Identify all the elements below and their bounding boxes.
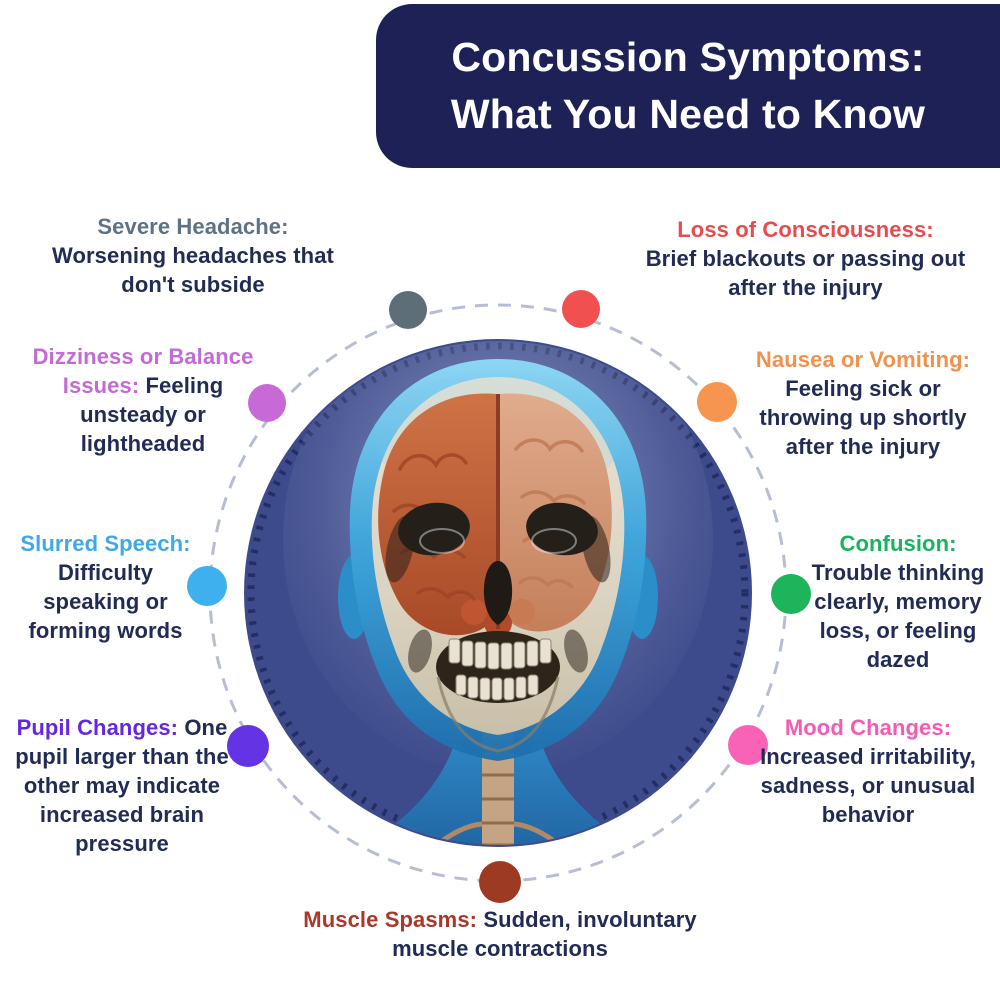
symptom-dot-nausea xyxy=(697,382,737,422)
symptom-description: Trouble thinking clearly, memory loss, o… xyxy=(811,560,985,672)
symptom-mood-changes: Mood Changes: Increased irritability, sa… xyxy=(745,713,991,829)
symptom-label: Severe Headache: xyxy=(97,214,289,239)
symptom-slurred-speech: Slurred Speech: Difficulty speaking or f… xyxy=(13,529,198,645)
symptom-dizziness: Dizziness or Balance Issues: Feeling uns… xyxy=(18,342,268,458)
symptom-muscle-spasms: Muscle Spasms: Sudden, involuntary muscl… xyxy=(300,905,700,963)
symptom-pupil-changes: Pupil Changes: One pupil larger than the… xyxy=(2,713,242,858)
symptom-label: Pupil Changes: xyxy=(16,715,179,740)
disc-rim-ticks xyxy=(247,342,749,844)
symptom-dot-slurred-speech xyxy=(187,566,227,606)
symptom-dot-muscle-spasms xyxy=(479,861,521,903)
brain-skull-illustration xyxy=(208,303,788,883)
symptom-label: Dizziness or Balance Issues: xyxy=(32,344,254,398)
page-title-line2: What You Need to Know xyxy=(450,91,926,137)
symptom-confusion: Confusion: Trouble thinking clearly, mem… xyxy=(800,529,996,674)
symptom-label: Slurred Speech: xyxy=(20,531,191,556)
symptom-label: Nausea or Vomiting: xyxy=(755,347,971,372)
symptom-label: Mood Changes: xyxy=(784,715,952,740)
symptom-description: Feeling sick or throwing up shortly afte… xyxy=(759,376,967,459)
head-model xyxy=(283,341,713,845)
title-banner: Concussion Symptoms: What You Need to Kn… xyxy=(376,4,1000,168)
symptom-dot-confusion xyxy=(771,574,811,614)
symptom-description: Brief blackouts or passing out after the… xyxy=(645,246,966,300)
symptom-description: Worsening headaches that don't subside xyxy=(52,243,334,297)
symptom-loss-of-consciousness: Loss of Consciousness: Brief blackouts o… xyxy=(638,215,973,302)
symptom-dot-severe-headache xyxy=(389,291,427,329)
page-title-line1: Concussion Symptoms: xyxy=(451,34,925,80)
symptom-label: Loss of Consciousness: xyxy=(677,217,934,242)
symptom-nausea: Nausea or Vomiting: Feeling sick or thro… xyxy=(738,345,988,461)
symptom-dot-mood-changes xyxy=(728,725,768,765)
symptom-dot-loss-of-consciousness xyxy=(562,290,600,328)
symptom-description: Increased irritability, sadness, or unus… xyxy=(760,744,976,827)
symptom-label: Confusion: xyxy=(839,531,957,556)
symptom-description: Sudden, involuntary muscle contractions xyxy=(392,907,697,961)
symptom-dot-pupil-changes xyxy=(227,725,269,767)
symptom-description: Difficulty speaking or forming words xyxy=(28,560,183,643)
symptom-description: Feeling unsteady or lightheaded xyxy=(80,373,224,456)
symptom-dot-dizziness xyxy=(248,384,286,422)
symptom-severe-headache: Severe Headache: Worsening headaches tha… xyxy=(28,212,358,299)
symptom-label: Muscle Spasms: xyxy=(303,907,478,932)
symptom-description: One pupil larger than the other may indi… xyxy=(15,715,229,856)
